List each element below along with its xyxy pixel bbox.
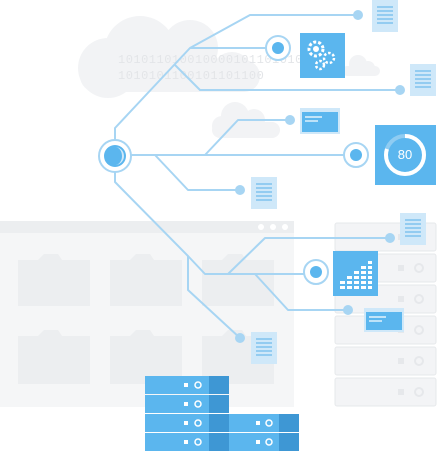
ring-connector [265,35,291,61]
browser-window-icon [300,108,340,134]
cloud-icon [342,55,380,76]
connection-lines [114,14,400,339]
ring-connector [343,142,369,168]
server-stack [145,376,299,451]
gears-icon [300,33,345,78]
bar-chart-icon [333,251,378,296]
ring-connector [303,259,329,285]
binary-text-line-2: 1010101100101101100 [118,69,264,83]
document-icon [251,332,277,364]
document-icon [410,64,436,96]
folder-icon [110,330,182,384]
background-layer: 101011010010000101101010 101010110010110… [0,16,437,407]
server-icon [145,395,229,413]
server-icon [229,414,299,432]
cloud-icon [212,102,280,138]
server-icon [334,346,437,376]
folder-icon [18,254,90,306]
server-icon [145,433,229,451]
hub-node-icon [98,139,132,173]
gauge-icon [375,125,436,185]
folder-icon [18,330,90,384]
cloud-icon [78,16,260,98]
folder-icon [110,254,182,306]
server-icon [229,433,299,451]
server-icon [145,414,229,432]
browser-window-icon [364,308,404,332]
server-icon [334,377,437,407]
gauge-value-label: 80 [397,147,413,162]
document-icon [251,177,277,209]
gauge-arc [384,134,426,176]
endpoint-dots [235,10,405,343]
server-icon [145,376,229,394]
binary-text-line-1: 101011010010000101101010 [118,53,303,67]
folder-icon [202,254,274,306]
document-icon [400,213,426,245]
document-icon [372,0,398,32]
